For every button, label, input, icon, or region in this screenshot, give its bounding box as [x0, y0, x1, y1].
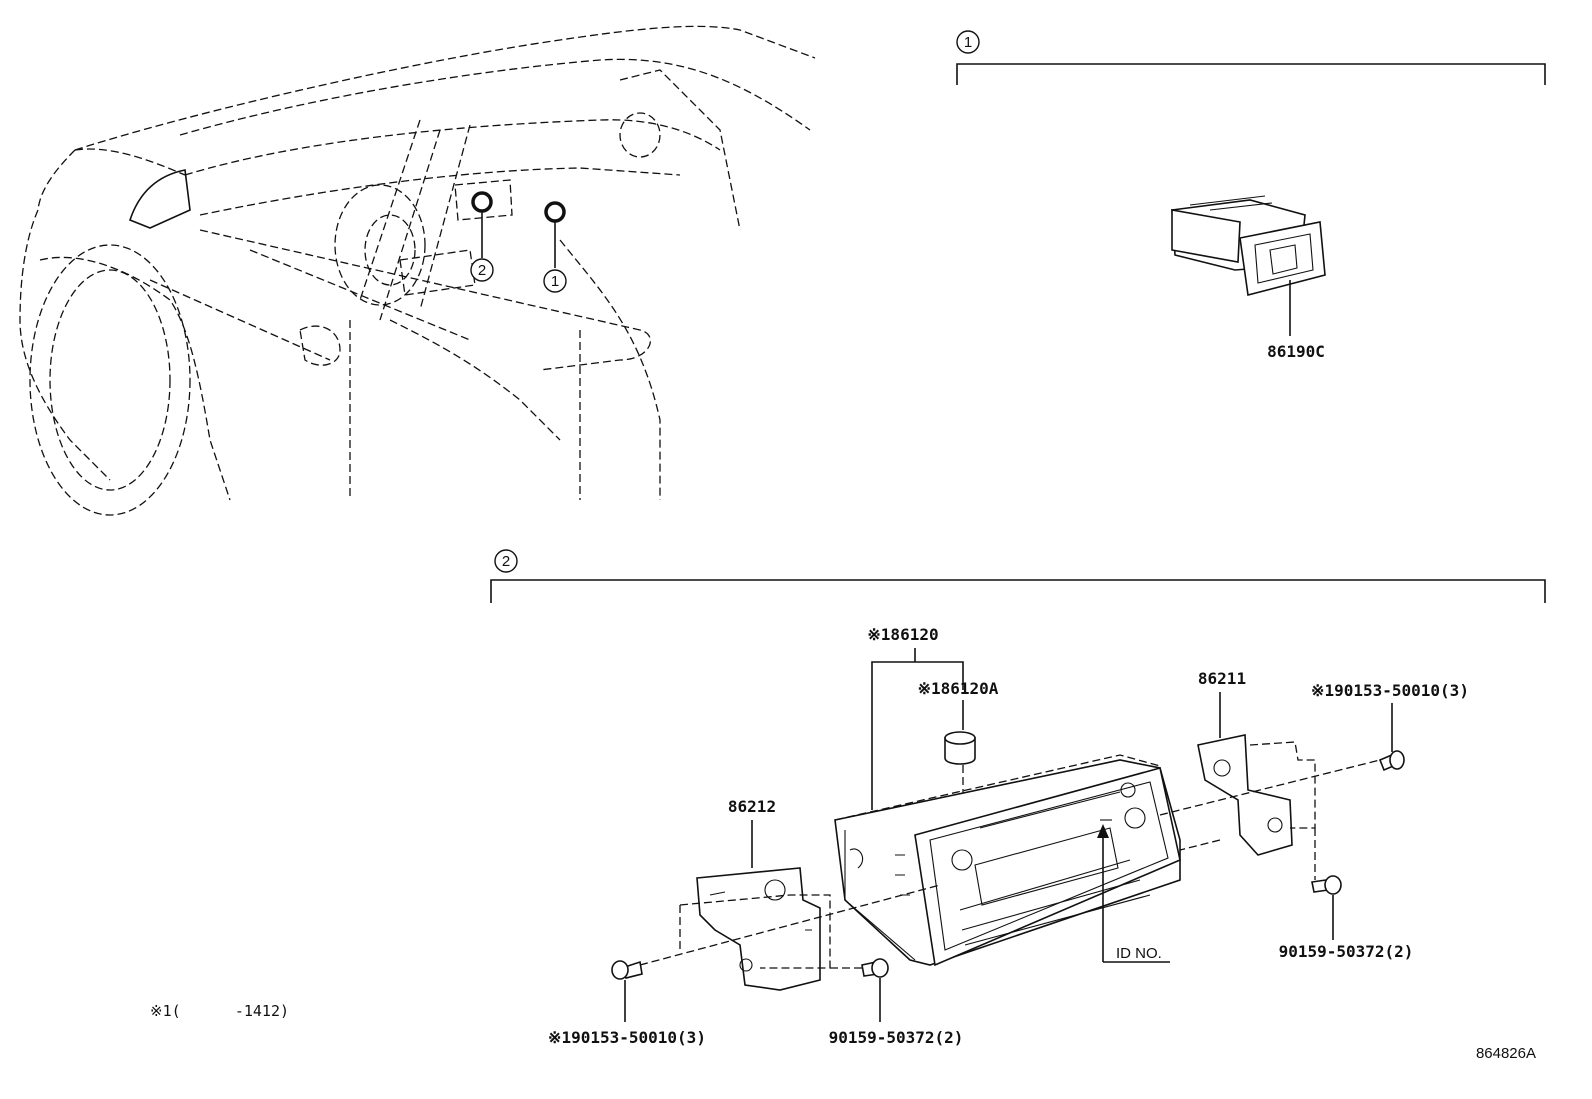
section-2-bracket [490, 579, 1546, 603]
part-label-86211: 86211 [1198, 669, 1246, 688]
screw-top-right [1378, 750, 1405, 772]
callout-1-text: 1 [551, 273, 559, 290]
bolt-bottom [861, 958, 889, 978]
part-label-86190c: 86190C [1267, 342, 1325, 361]
audio-receiver-unit [834, 754, 1181, 967]
part-label-86212: 86212 [728, 797, 776, 816]
part-label-90153-bottom: ※190153-50010(3) [548, 1028, 706, 1047]
bolt-right [1311, 875, 1342, 895]
part-label-86120: ※186120 [867, 625, 938, 644]
diagram-code: 864826A [1476, 1045, 1536, 1062]
callout-1-overview: 1 [543, 269, 567, 293]
section-2-callout: 2 [494, 549, 518, 573]
section-1-callout: 1 [956, 30, 980, 54]
knob-part [944, 731, 976, 765]
part-label-90153-top: ※190153-50010(3) [1311, 681, 1469, 700]
callout-2-text: 2 [478, 262, 486, 279]
location-marker-1 [544, 201, 566, 223]
section-1-bracket [956, 63, 1546, 85]
part-label-90159-right: 90159-50372(2) [1279, 942, 1414, 961]
bracket-right [1197, 734, 1293, 856]
switch-part [1171, 195, 1326, 296]
footnote: ※1( -1412) [150, 1002, 289, 1020]
id-no-label: ID NO. [1116, 945, 1162, 962]
location-marker-2 [471, 191, 493, 213]
part-label-86120a: ※186120A [918, 679, 999, 698]
bracket-left [696, 867, 821, 991]
screw-bottom-left [611, 960, 643, 980]
section-1: 1 86190C [956, 30, 1546, 361]
section-2-callout-text: 2 [502, 553, 510, 570]
section-2: 2 ※186120 ※186120A [490, 549, 1546, 1047]
part-label-90159-bottom: 90159-50372(2) [829, 1028, 964, 1047]
vehicle-interior-overview: 2 1 [19, 25, 816, 516]
section-1-callout-text: 1 [964, 34, 972, 51]
callout-2-overview: 2 [470, 258, 494, 282]
